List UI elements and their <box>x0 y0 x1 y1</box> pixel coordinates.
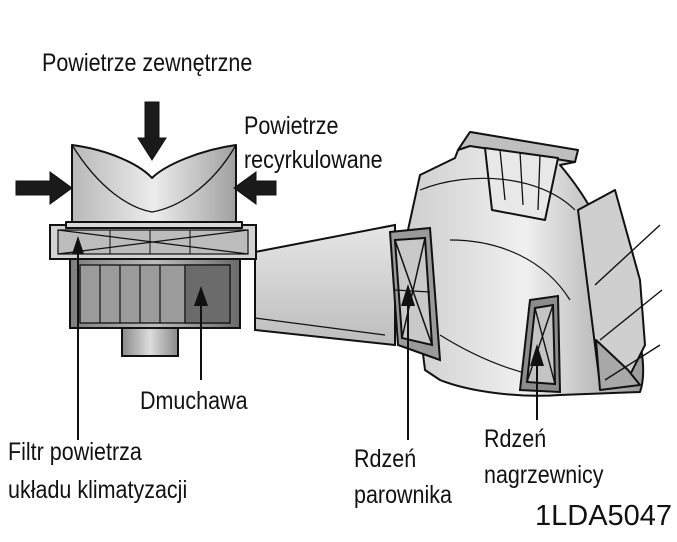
label-outside-air: Powietrze zewnętrzne <box>42 49 253 77</box>
label-filter-line1: Filtr powietrza <box>8 438 142 466</box>
leader-filter <box>72 236 84 440</box>
leader-blower <box>194 286 208 380</box>
label-heater-line1: Rdzeń <box>484 425 547 453</box>
label-evaporator-line2: parownika <box>354 481 452 509</box>
label-recirculated-air-line2: recyrkulowane <box>244 146 383 174</box>
arrow-recirculated-air <box>233 171 277 205</box>
air-filter <box>49 224 257 260</box>
arrow-left-air <box>15 171 73 205</box>
label-recirculated-air-line1: Powietrze <box>244 112 339 140</box>
leader-evaporator <box>401 284 415 440</box>
hvac-housing <box>407 131 663 397</box>
label-evaporator-line1: Rdzeń <box>354 445 417 473</box>
leader-heater <box>530 344 544 420</box>
label-filter-line2: układu klimatyzacji <box>8 476 188 504</box>
air-intake-funnel <box>65 144 243 229</box>
label-blower: Dmuchawa <box>140 387 248 415</box>
label-heater-line2: nagrzewnicy <box>484 461 604 489</box>
air-duct <box>254 223 396 347</box>
figure-code: 1LDA5047 <box>535 500 673 532</box>
blower-motor <box>121 327 179 357</box>
blower-box <box>69 257 241 329</box>
arrow-outside-air <box>137 101 167 161</box>
evaporator-core <box>388 226 442 362</box>
